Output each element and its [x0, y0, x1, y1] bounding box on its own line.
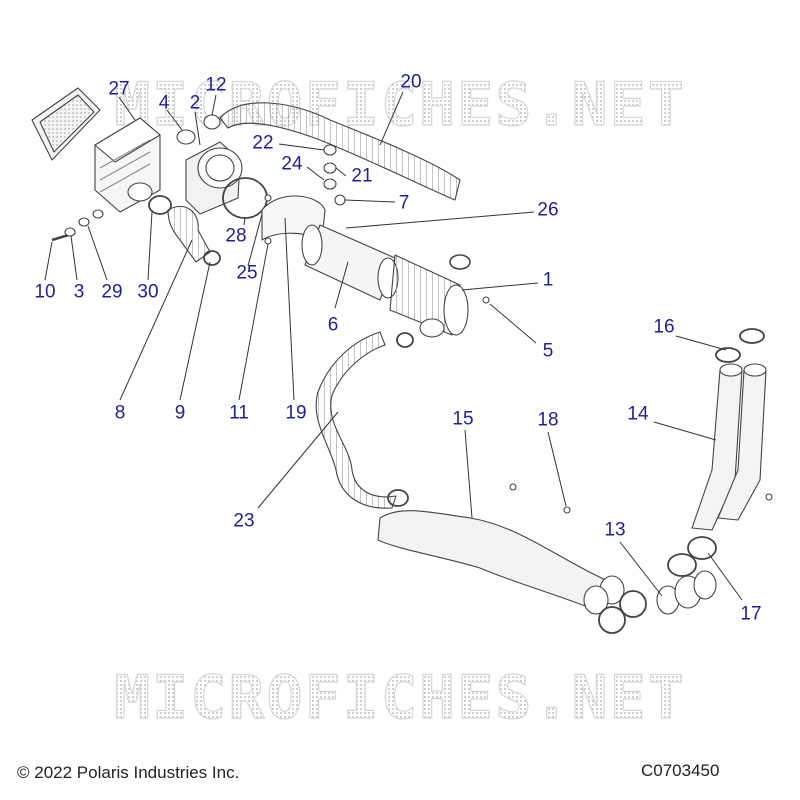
callout-18: 18	[537, 409, 559, 431]
airbox-cover-part	[31, 87, 161, 213]
leader-lines	[44, 91, 743, 601]
fitting-part	[323, 144, 337, 156]
callout-6: 6	[327, 314, 339, 336]
callout-7: 7	[398, 192, 410, 214]
callout-24: 24	[281, 153, 303, 175]
drawing-number: C0703450	[641, 761, 720, 780]
hose-part	[167, 205, 211, 263]
callout-3: 3	[73, 281, 85, 303]
clamp-part	[203, 114, 221, 130]
callout-10: 10	[34, 281, 56, 303]
fitting-part	[334, 194, 346, 206]
callout-22: 22	[252, 132, 274, 154]
callout-30: 30	[137, 281, 159, 303]
clamp-part	[739, 328, 765, 344]
callout-4: 4	[158, 92, 170, 114]
callout-9: 9	[174, 402, 186, 424]
callout-21: 21	[351, 165, 373, 187]
watermark-bottom: MICROFICHES.NET	[114, 663, 686, 733]
callout-26: 26	[537, 199, 559, 221]
callout-15: 15	[452, 408, 474, 430]
callout-12: 12	[205, 74, 227, 96]
callout-8: 8	[114, 402, 126, 424]
callout-17: 17	[740, 603, 762, 625]
callout-11: 11	[229, 402, 249, 424]
callout-2: 2	[189, 92, 201, 114]
clamp-part	[715, 347, 741, 363]
callout-20: 20	[400, 71, 422, 93]
callout-14: 14	[627, 403, 649, 425]
callout-28: 28	[225, 225, 247, 247]
air-filter-assembly-part	[389, 254, 469, 338]
filter-element-part	[301, 224, 399, 301]
callout-19: 19	[285, 402, 307, 424]
callout-23: 23	[233, 510, 255, 532]
clamp-part	[203, 250, 221, 266]
callout-25: 25	[236, 262, 258, 284]
callout-13: 13	[604, 519, 626, 541]
corrugated-hose-part	[315, 331, 397, 509]
coupler-part	[656, 570, 717, 615]
clamp-part	[148, 195, 172, 215]
callout-29: 29	[101, 281, 123, 303]
copyright-text: © 2022 Polaris Industries Inc.	[17, 763, 240, 782]
fitting-part	[323, 162, 337, 174]
callout-1: 1	[542, 269, 554, 291]
callout-16: 16	[653, 316, 675, 338]
callout-27: 27	[108, 78, 130, 100]
lower-duct-part	[377, 510, 611, 613]
twin-duct-part	[691, 363, 767, 531]
intake-duct-part	[219, 102, 461, 201]
fitting-part	[323, 178, 337, 190]
filter-housing-part	[185, 141, 243, 215]
boot-part	[176, 129, 196, 145]
callout-5: 5	[542, 340, 554, 362]
